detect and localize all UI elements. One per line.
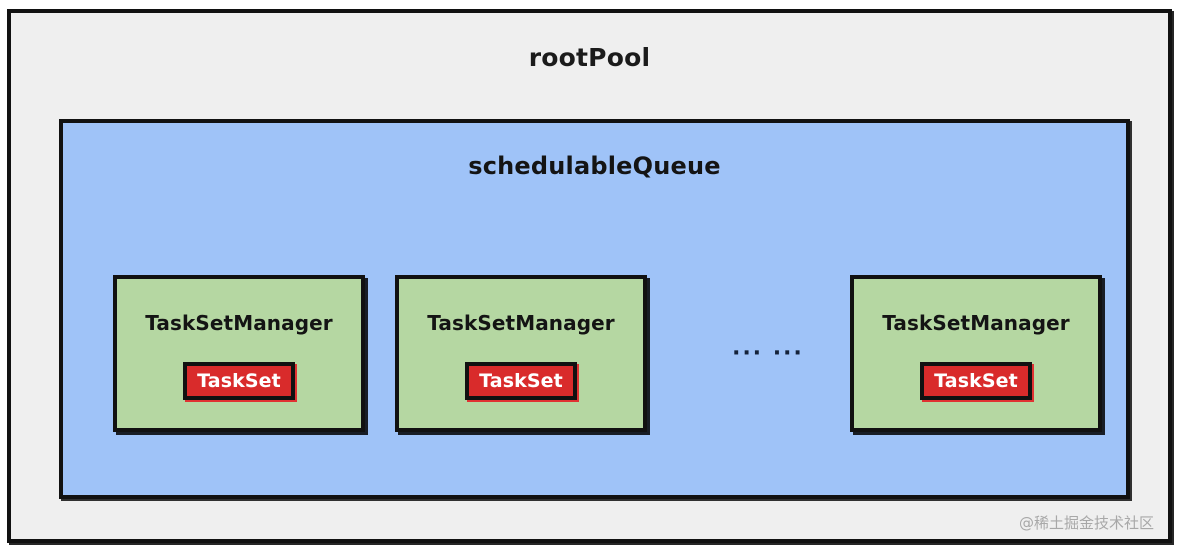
ellipsis-indicator: ∙∙∙ ∙∙∙	[732, 341, 804, 366]
task-set-manager-box: TaskSetManager TaskSet	[395, 275, 647, 432]
task-set-manager-label: TaskSetManager	[145, 311, 333, 335]
task-set-manager-label: TaskSetManager	[427, 311, 615, 335]
schedulable-queue-title: schedulableQueue	[468, 152, 721, 180]
task-set-box: TaskSet	[920, 362, 1032, 400]
task-set-label: TaskSet	[197, 369, 281, 392]
schedulable-queue-container: schedulableQueue TaskSetManager TaskSet …	[59, 119, 1130, 499]
task-set-manager-row: TaskSetManager TaskSet TaskSetManager Ta…	[63, 275, 1126, 437]
root-pool-title: rootPool	[528, 43, 651, 72]
watermark: @稀土掘金技术社区	[1018, 514, 1154, 532]
task-set-label: TaskSet	[479, 369, 563, 392]
task-set-box: TaskSet	[183, 362, 295, 400]
task-set-manager-box: TaskSetManager TaskSet	[113, 275, 365, 432]
task-set-label: TaskSet	[934, 369, 1018, 392]
task-set-box: TaskSet	[465, 362, 577, 400]
task-set-manager-label: TaskSetManager	[882, 311, 1070, 335]
root-pool-container: rootPool schedulableQueue TaskSetManager…	[7, 9, 1172, 543]
task-set-manager-box: TaskSetManager TaskSet	[850, 275, 1102, 432]
